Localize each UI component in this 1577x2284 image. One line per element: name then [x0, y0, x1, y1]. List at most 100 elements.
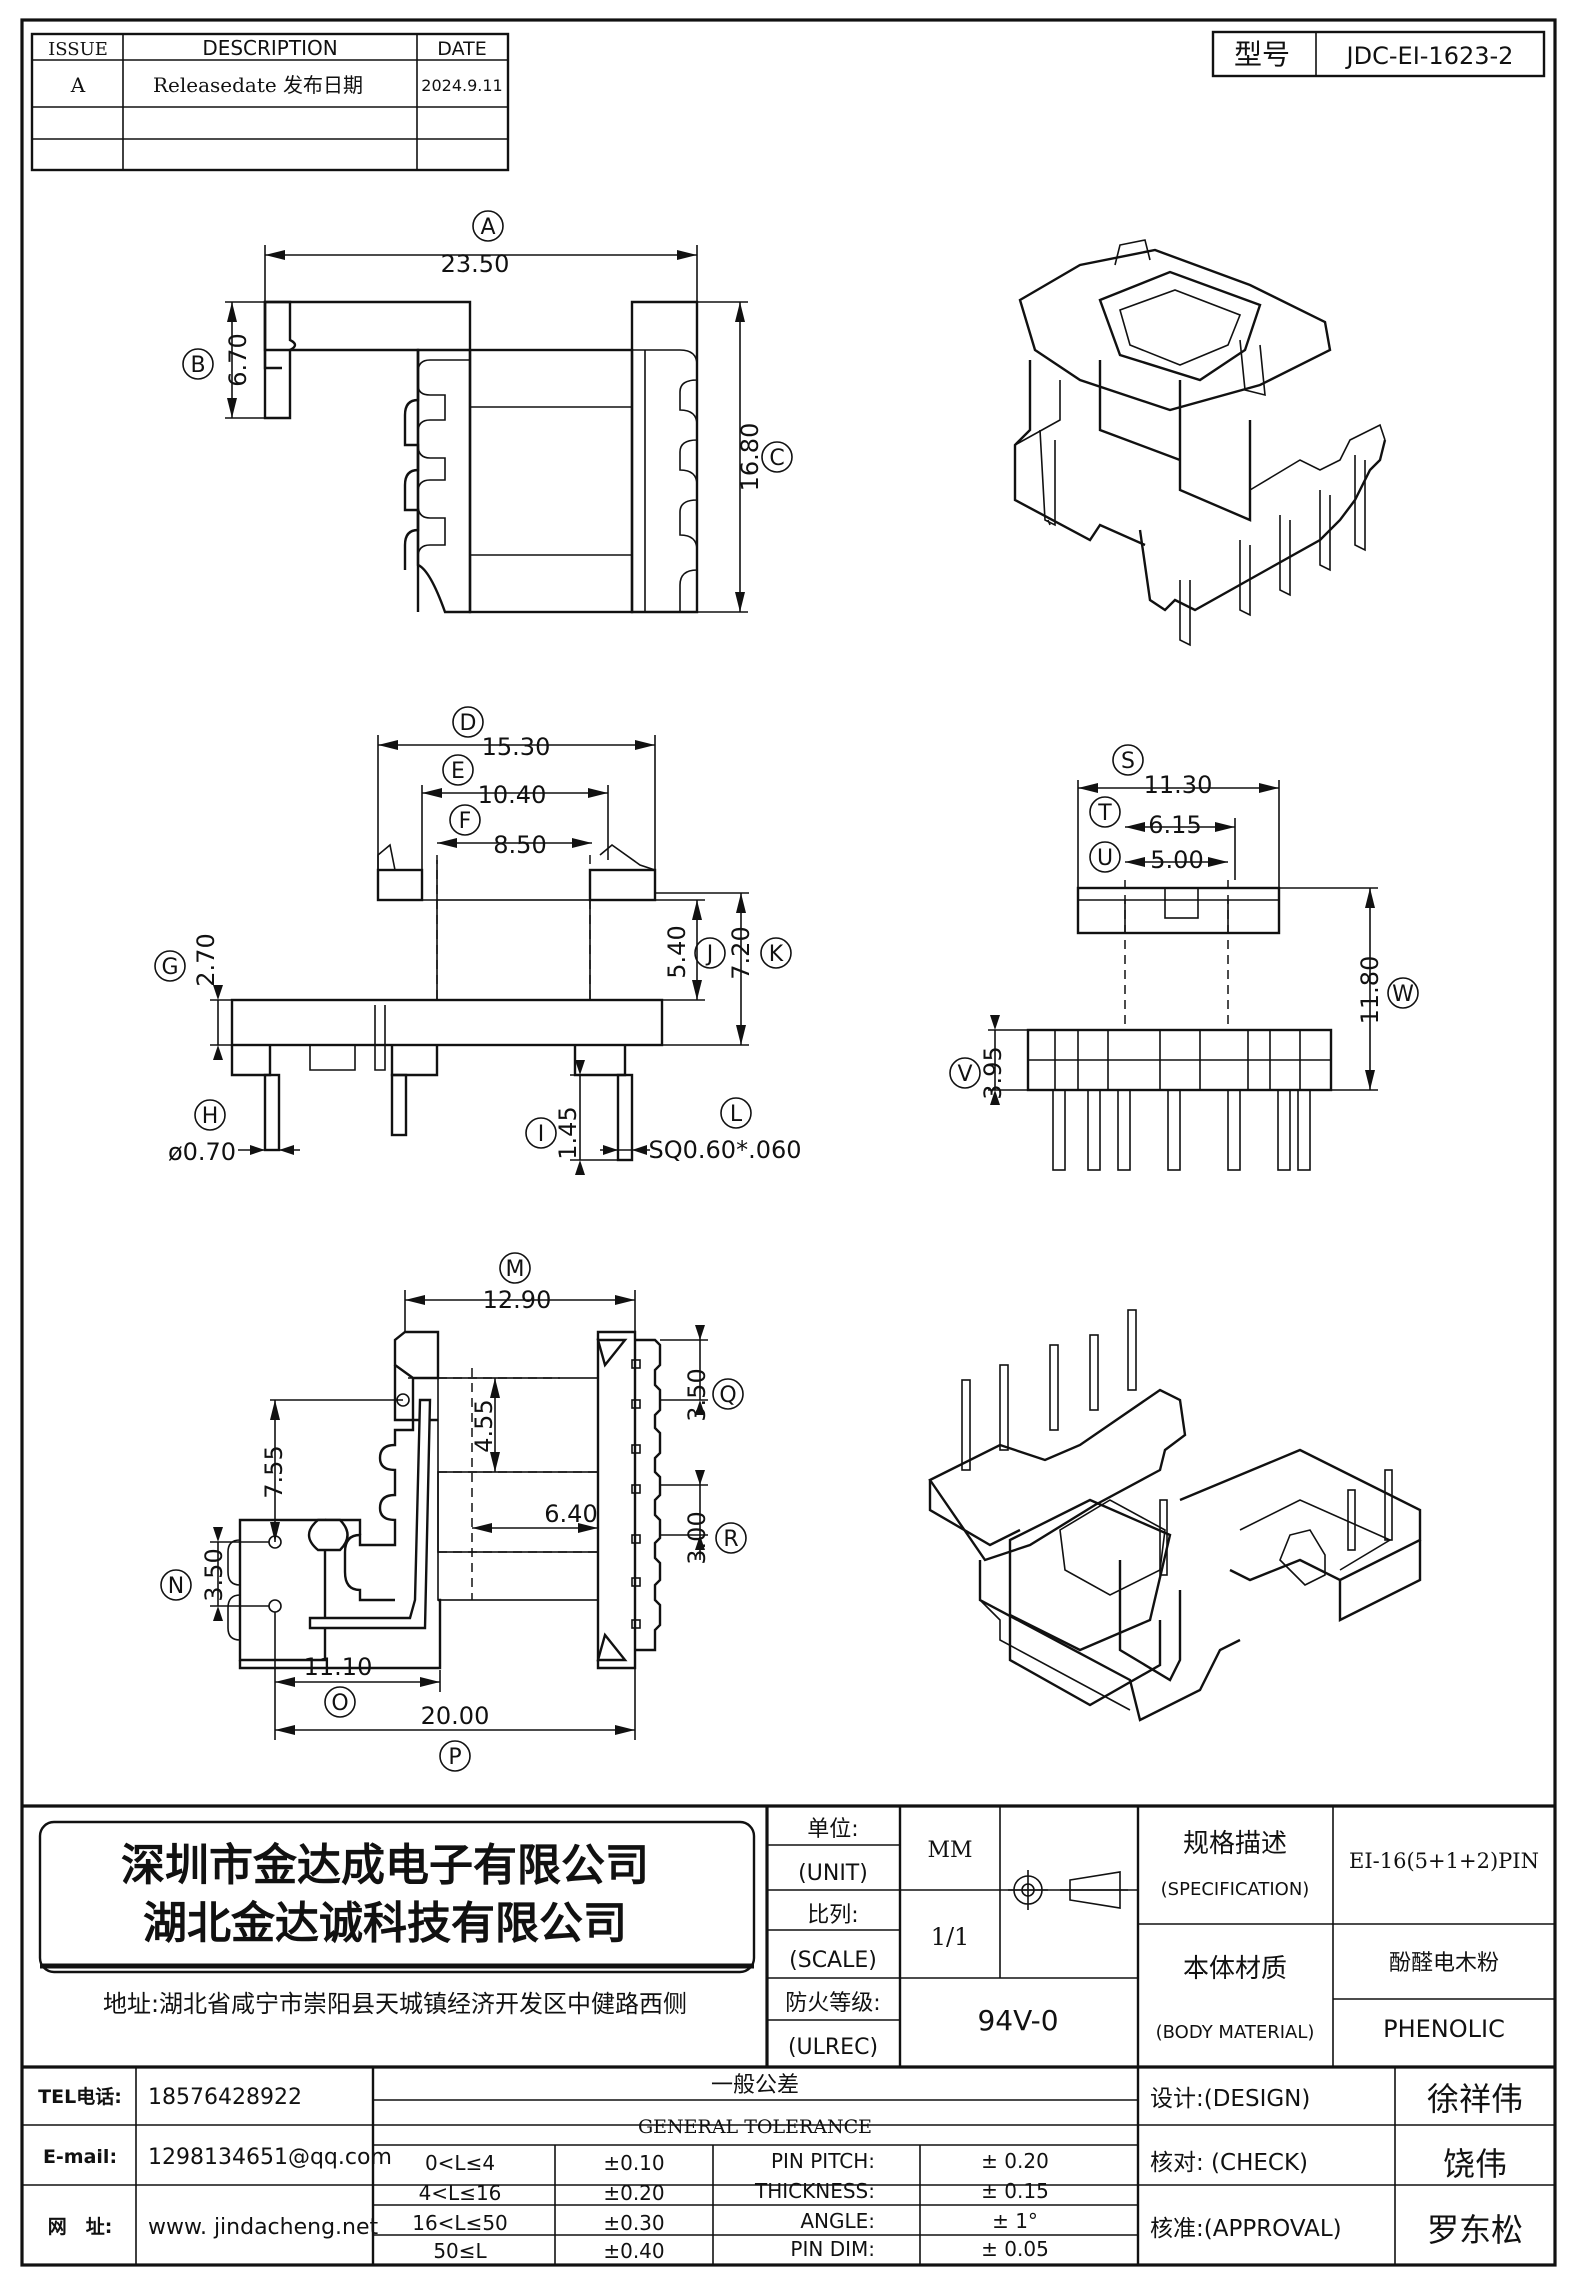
model-box: 型号 JDC-EI-1623-2	[1211, 30, 1546, 78]
design-name: 徐祥伟	[1427, 2080, 1523, 2118]
tol-val-1: ±0.10	[603, 2151, 664, 2175]
tolerance-title-cn: 一般公差	[711, 2073, 799, 2098]
dim-h: ø0.70	[168, 1138, 236, 1166]
bottom-label-r: R	[723, 1527, 738, 1552]
rev-header-description: DESCRIPTION	[202, 36, 337, 60]
tol-item-val-4: ± 0.05	[981, 2237, 1049, 2261]
spec-value: EI-16(5+1+2)PIN	[1349, 1849, 1539, 1873]
approval-label: 核准:(APPROVAL)	[1150, 2216, 1342, 2242]
dim-e: 10.40	[478, 781, 547, 809]
design-label: 设计:(DESIGN)	[1150, 2086, 1310, 2112]
dim-o: 11.10	[304, 1653, 373, 1681]
side-label-s: S	[1121, 749, 1135, 774]
dim-c: 16.80	[736, 423, 764, 492]
dim-j: 5.40	[663, 925, 691, 978]
tol-item-4: PIN DIM:	[790, 2237, 875, 2261]
material-value-en: PHENOLIC	[1383, 2015, 1505, 2043]
side-label-w: W	[1392, 982, 1414, 1007]
top-label-b: B	[190, 353, 205, 378]
dim-s: 11.30	[1144, 771, 1213, 799]
bottom-label-m: M	[506, 1257, 525, 1282]
tol-item-val-3: ± 1°	[992, 2209, 1038, 2233]
iso-view-bottom	[928, 1309, 1422, 1722]
dim-455: 4.55	[470, 1399, 498, 1452]
top-label-c: C	[769, 446, 784, 471]
dim-w: 11.80	[1356, 956, 1384, 1025]
title-block: 深圳市金达成电子有限公司 湖北金达诚科技有限公司 地址:湖北省咸宁市崇阳县天城镇…	[22, 1804, 1555, 2265]
dim-755: 7.55	[260, 1445, 288, 1498]
flame-value: 94V-0	[977, 2004, 1058, 2037]
front-label-l: L	[730, 1102, 743, 1127]
material-value-cn: 酚醛电木粉	[1389, 1951, 1499, 1976]
tol-val-4: ±0.40	[603, 2239, 664, 2263]
tel-value: 18576428922	[148, 2085, 302, 2110]
bottom-label-o: O	[331, 1691, 348, 1716]
rev-header-date: DATE	[437, 38, 486, 60]
tol-range-4: 50≤L	[433, 2239, 487, 2263]
tol-item-val-1: ± 0.20	[981, 2149, 1049, 2173]
web-label: 网 址:	[48, 2216, 113, 2238]
approval-name: 罗东松	[1427, 2211, 1523, 2249]
dim-p: 20.00	[421, 1702, 490, 1730]
side-label-t: T	[1097, 801, 1112, 826]
email-label: E-mail:	[43, 2146, 117, 2168]
front-label-i: I	[538, 1122, 545, 1147]
dim-n: 3.50	[200, 1548, 228, 1601]
front-label-h: H	[202, 1104, 219, 1129]
rev-description: Releasedate 发布日期	[153, 73, 363, 97]
check-label: 核对: (CHECK)	[1150, 2150, 1308, 2176]
web-value: www. jindacheng.net	[148, 2215, 379, 2240]
rev-header-issue: ISSUE	[48, 39, 108, 60]
front-view: D 15.30 E 10.40 F 8.50 G 2.70 5.40 J 7.2…	[154, 706, 802, 1175]
dim-i: 1.45	[554, 1106, 582, 1159]
side-view: S 11.30 T 6.15 U 5.00 V 3.95 11.80 W	[949, 744, 1419, 1171]
material-en: (BODY MATERIAL)	[1156, 2022, 1315, 2043]
iso-view-top	[1013, 239, 1387, 647]
model-value: JDC-EI-1623-2	[1345, 42, 1514, 70]
revision-table: ISSUE DESCRIPTION DATE A Releasedate 发布日…	[30, 32, 510, 172]
bottom-label-p: P	[448, 1745, 461, 1770]
company-address: 地址:湖北省咸宁市崇阳县天城镇经济开发区中健路西侧	[103, 1990, 687, 2018]
side-label-u: U	[1097, 846, 1113, 871]
front-label-g: G	[161, 955, 178, 980]
front-label-f: F	[459, 809, 472, 834]
scale-cn: 比列:	[807, 1903, 858, 1928]
tol-range-1: 0<L≤4	[425, 2151, 495, 2175]
front-label-k: K	[769, 942, 784, 967]
drawing-border	[20, 18, 1557, 2267]
dim-g: 2.70	[192, 933, 220, 986]
top-view: A 23.50 B 6.70 C 16.80	[182, 210, 793, 614]
scale-value: 1/1	[931, 1923, 970, 1951]
check-name: 饶伟	[1443, 2145, 1507, 2183]
front-label-j: J	[705, 942, 714, 967]
flame-en: (ULREC)	[788, 2035, 878, 2060]
spec-en: (SPECIFICATION)	[1161, 1879, 1310, 1900]
email-value: 1298134651@qq.com	[148, 2145, 392, 2170]
spec-cn: 规格描述	[1183, 1829, 1287, 1859]
unit-value: MM	[927, 1838, 972, 1863]
dim-f: 8.50	[493, 831, 546, 859]
front-label-e: E	[451, 759, 465, 784]
scale-en: (SCALE)	[789, 1948, 877, 1973]
tel-label: TEL电话:	[38, 2085, 122, 2108]
dim-k: 7.20	[727, 926, 755, 979]
tol-val-3: ±0.30	[603, 2211, 664, 2235]
rev-issue: A	[70, 73, 86, 97]
tol-val-2: ±0.20	[603, 2181, 664, 2205]
side-label-v: V	[957, 1062, 972, 1087]
dim-q: 3.50	[683, 1368, 711, 1421]
tol-item-3: ANGLE:	[800, 2209, 875, 2233]
dim-m: 12.90	[483, 1286, 552, 1314]
tol-item-val-2: ± 0.15	[981, 2179, 1049, 2203]
top-label-a: A	[480, 215, 495, 240]
dim-b: 6.70	[224, 333, 252, 386]
tol-item-1: PIN PITCH:	[771, 2149, 875, 2173]
front-label-d: D	[460, 711, 477, 736]
dim-640: 6.40	[544, 1500, 597, 1528]
dim-l: SQ0.60*.060	[649, 1136, 802, 1164]
tol-range-2: 4<L≤16	[419, 2181, 502, 2205]
dim-d: 15.30	[482, 733, 551, 761]
unit-en: (UNIT)	[798, 1861, 868, 1886]
dim-t: 6.15	[1148, 811, 1201, 839]
